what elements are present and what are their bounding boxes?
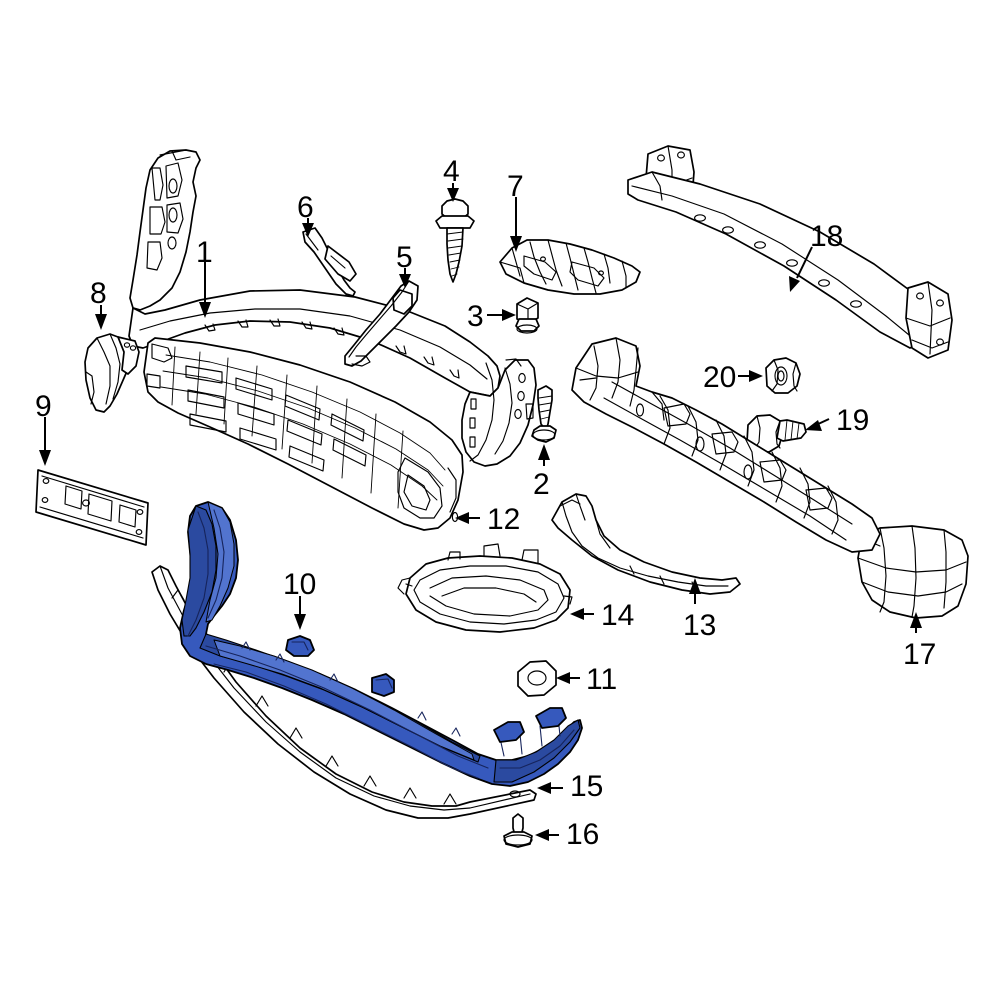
part-front-bumper-cover[interactable] bbox=[128, 149, 537, 467]
part-side-support-bracket[interactable] bbox=[344, 280, 419, 367]
callout-label-10[interactable]: 10 bbox=[283, 568, 317, 601]
callout-label-2[interactable]: 2 bbox=[533, 468, 550, 501]
callout-label-7[interactable]: 7 bbox=[507, 170, 524, 203]
part-front-bumper-valance-spoiler[interactable] bbox=[179, 501, 583, 787]
part-hex-washer-head-screw[interactable] bbox=[435, 198, 475, 283]
callout-label-14[interactable]: 14 bbox=[601, 599, 635, 632]
part-hex-flange-bolt[interactable] bbox=[746, 414, 807, 453]
part-retainer-clip[interactable] bbox=[515, 297, 540, 334]
part-deflector-push-pin[interactable] bbox=[503, 813, 533, 848]
part-upper-bumper-bracket[interactable] bbox=[499, 239, 641, 295]
part-fog-lamp-cover-bezel[interactable] bbox=[397, 543, 573, 633]
part-push-pin-rivet[interactable] bbox=[302, 227, 357, 297]
callout-label-6[interactable]: 6 bbox=[297, 191, 314, 224]
part-hex-flange-nut[interactable] bbox=[765, 357, 801, 394]
part-energy-absorber-bar[interactable] bbox=[571, 337, 881, 553]
part-lower-trim-molding[interactable] bbox=[551, 493, 741, 595]
callout-label-4[interactable]: 4 bbox=[443, 155, 460, 188]
part-bumper-cover-screw[interactable] bbox=[531, 385, 557, 443]
callout-label-1[interactable]: 1 bbox=[196, 236, 213, 269]
callout-label-16[interactable]: 16 bbox=[566, 818, 600, 851]
callout-label-17[interactable]: 17 bbox=[903, 638, 937, 671]
part-lower-grille[interactable] bbox=[143, 337, 464, 531]
callout-label-5[interactable]: 5 bbox=[396, 241, 413, 274]
callout-label-3[interactable]: 3 bbox=[467, 300, 484, 333]
part-bumper-reinforcement-beam[interactable] bbox=[627, 145, 953, 359]
callout-label-19[interactable]: 19 bbox=[836, 404, 870, 437]
part-energy-absorber-end[interactable] bbox=[857, 525, 969, 619]
part-grommet-seal[interactable] bbox=[517, 660, 557, 697]
part-license-plate-bracket[interactable] bbox=[35, 469, 149, 546]
part-corner-mounting-bracket[interactable] bbox=[84, 333, 140, 413]
callout-label-12[interactable]: 12 bbox=[487, 503, 521, 536]
callout-label-15[interactable]: 15 bbox=[570, 770, 604, 803]
callout-label-13[interactable]: 13 bbox=[683, 609, 717, 642]
callout-label-9[interactable]: 9 bbox=[35, 390, 52, 423]
callout-leaders bbox=[39, 183, 922, 841]
callout-label-8[interactable]: 8 bbox=[90, 277, 107, 310]
callout-label-18[interactable]: 18 bbox=[810, 220, 844, 253]
callout-label-11[interactable]: 11 bbox=[586, 663, 618, 696]
callout-label-20[interactable]: 20 bbox=[703, 361, 737, 394]
